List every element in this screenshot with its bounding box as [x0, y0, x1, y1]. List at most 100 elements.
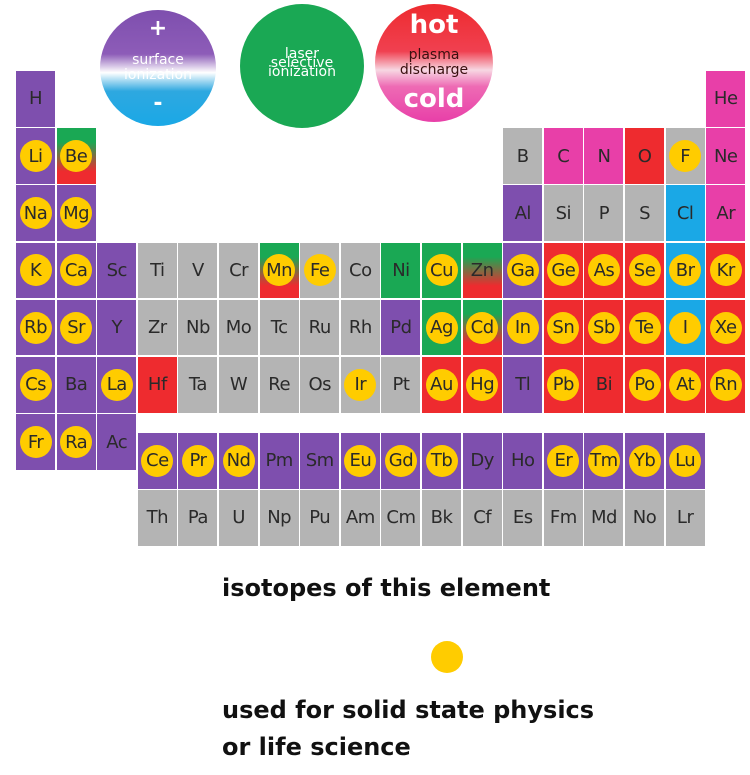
element-symbol: Ir [344, 368, 377, 401]
element-cell-na: Na [15, 184, 57, 243]
element-symbol: Bi [595, 374, 613, 396]
element-symbol: Po [628, 368, 661, 401]
element-cell-pr: Pr [177, 432, 219, 490]
element-symbol: V [192, 259, 204, 281]
element-symbol: La [100, 368, 133, 401]
element-symbol: H [29, 88, 43, 110]
element-cell-ir: Ir [339, 356, 381, 414]
element-symbol: Sr [60, 311, 93, 344]
element-cell-v: V [177, 241, 219, 300]
element-symbol: Si [555, 202, 572, 224]
plasma-label-line1: plasma [408, 47, 460, 63]
element-cell-br: Br [664, 241, 706, 300]
element-cell-ni: Ni [380, 241, 422, 300]
element-cell-p: P [583, 184, 625, 243]
element-symbol: Se [628, 254, 661, 287]
element-cell-zr: Zr [136, 298, 178, 357]
element-symbol: U [232, 507, 245, 529]
element-cell-er: Er [542, 432, 584, 490]
element-cell-y: Y [96, 298, 138, 357]
plasma-discharge-circle: hot plasma discharge cold [375, 4, 493, 122]
element-symbol: Rh [348, 317, 372, 339]
element-symbol: Pu [309, 507, 331, 529]
element-cell-ho: Ho [502, 432, 544, 490]
element-symbol: Sm [305, 450, 334, 472]
element-cell-re: Re [258, 356, 300, 414]
element-symbol: K [19, 254, 52, 287]
laser-label-line1: laser [284, 45, 320, 62]
element-cell-rh: Rh [339, 298, 381, 357]
element-symbol: B [516, 145, 529, 167]
element-cell-se: Se [624, 241, 666, 300]
element-cell-hg: Hg [461, 356, 503, 414]
element-cell-sm: Sm [299, 432, 341, 490]
element-symbol: Dy [470, 450, 494, 472]
element-symbol: Sn [547, 311, 580, 344]
hot-label: hot [409, 10, 459, 40]
element-symbol: Pr [181, 444, 214, 477]
element-symbol: Tm [587, 444, 620, 477]
element-cell-zn: Zn [461, 241, 503, 300]
element-symbol: Te [628, 311, 661, 344]
element-symbol: Cl [676, 202, 694, 224]
element-symbol: Mn [263, 254, 296, 287]
element-symbol: F [669, 140, 702, 173]
element-cell-os: Os [299, 356, 341, 414]
element-symbol: Ce [141, 444, 174, 477]
element-cell-be: Be [55, 127, 97, 185]
laser-ionization-circle: laser selective ionization [240, 4, 364, 128]
element-cell-lu: Lu [664, 432, 706, 490]
element-cell-th: Th [136, 489, 178, 547]
minus-label: - [153, 91, 163, 116]
element-symbol: Pt [392, 374, 410, 396]
element-symbol: Cs [19, 368, 52, 401]
element-cell-sr: Sr [55, 298, 97, 357]
element-cell-as: As [583, 241, 625, 300]
element-symbol: Au [425, 368, 458, 401]
element-symbol: Cd [466, 311, 499, 344]
element-symbol: Ba [64, 374, 88, 396]
element-cell-lr: Lr [664, 489, 706, 547]
element-symbol: Sc [106, 259, 128, 281]
element-cell-tb: Tb [421, 432, 463, 490]
element-symbol: Zn [470, 259, 494, 281]
element-cell-f: F [664, 127, 706, 185]
element-symbol: Cu [425, 254, 458, 287]
element-cell-nb: Nb [177, 298, 219, 357]
element-cell-np: Np [258, 489, 300, 547]
element-symbol: Hg [466, 368, 499, 401]
element-symbol: W [229, 374, 248, 396]
element-symbol: Ra [60, 426, 93, 459]
element-symbol: In [506, 311, 539, 344]
element-symbol: Cm [386, 507, 416, 529]
element-cell-cf: Cf [461, 489, 503, 547]
element-symbol: At [669, 368, 702, 401]
element-cell-pm: Pm [258, 432, 300, 490]
laser-label-line3: ionization [268, 63, 336, 80]
element-cell-te: Te [624, 298, 666, 357]
legend-line-3: or life science [222, 733, 411, 761]
element-cell-cs: Cs [15, 356, 57, 414]
element-cell-in: In [502, 298, 544, 357]
element-cell-ca: Ca [55, 241, 97, 300]
element-cell-n: N [583, 127, 625, 185]
element-symbol: Eu [344, 444, 377, 477]
element-symbol: Ne [713, 145, 738, 167]
element-symbol: Rb [19, 311, 52, 344]
element-symbol: He [713, 88, 738, 110]
element-cell-yb: Yb [624, 432, 666, 490]
element-symbol: Tc [270, 317, 288, 339]
element-cell-w: W [218, 356, 260, 414]
element-cell-nd: Nd [218, 432, 260, 490]
element-cell-ra: Ra [55, 413, 97, 471]
element-cell-ar: Ar [705, 184, 747, 243]
element-cell-co: Co [339, 241, 381, 300]
element-cell-cu: Cu [421, 241, 463, 300]
element-cell-ta: Ta [177, 356, 219, 414]
element-cell-mo: Mo [218, 298, 260, 357]
element-symbol: Br [669, 254, 702, 287]
element-symbol: Ti [150, 259, 165, 281]
element-symbol: Ge [547, 254, 580, 287]
element-symbol: Hf [147, 374, 167, 396]
